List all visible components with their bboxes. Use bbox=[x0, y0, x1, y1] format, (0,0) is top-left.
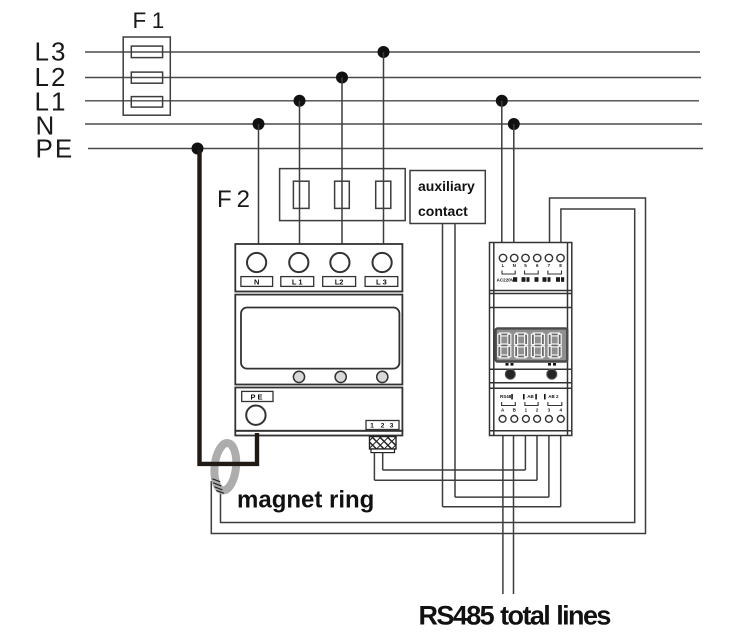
svg-text:B: B bbox=[513, 408, 517, 413]
svg-text:2: 2 bbox=[536, 408, 539, 413]
svg-text:L 1: L 1 bbox=[292, 278, 303, 287]
svg-text:auxiliary: auxiliary bbox=[418, 178, 475, 194]
svg-text:1: 1 bbox=[525, 408, 528, 413]
svg-text:5: 5 bbox=[524, 263, 527, 268]
svg-text:▌ AB 2: ▌ AB 2 bbox=[544, 393, 559, 400]
svg-text:RS48▌: RS48▌ bbox=[500, 393, 514, 400]
svg-text:L: L bbox=[502, 263, 505, 268]
svg-text:6: 6 bbox=[536, 263, 539, 268]
svg-text:F1: F1 bbox=[133, 8, 170, 33]
svg-text:magnet ring: magnet ring bbox=[237, 487, 374, 514]
svg-text:contact: contact bbox=[418, 203, 468, 219]
svg-text:P E: P E bbox=[251, 393, 263, 402]
svg-text:F2: F2 bbox=[217, 186, 255, 213]
svg-text:A: A bbox=[501, 408, 505, 413]
svg-text:7: 7 bbox=[548, 263, 551, 268]
svg-text:1: 1 bbox=[370, 423, 374, 430]
svg-text:N: N bbox=[254, 278, 259, 287]
svg-text:2: 2 bbox=[381, 423, 385, 430]
svg-text:L1: L1 bbox=[35, 87, 68, 117]
svg-text:4: 4 bbox=[560, 408, 563, 413]
svg-text:8: 8 bbox=[559, 263, 562, 268]
svg-text:PE: PE bbox=[36, 134, 75, 164]
svg-text:RS485 total lines: RS485 total lines bbox=[419, 601, 611, 631]
svg-text:L2: L2 bbox=[35, 62, 68, 92]
svg-text:L3: L3 bbox=[35, 37, 68, 67]
svg-text:L2: L2 bbox=[335, 278, 344, 287]
svg-text:▌ AB▐: ▌ AB▐ bbox=[523, 393, 538, 400]
svg-text:N: N bbox=[513, 263, 516, 268]
svg-text:AC220V: AC220V bbox=[497, 278, 515, 283]
svg-text:L 3: L 3 bbox=[376, 278, 387, 287]
svg-text:3: 3 bbox=[548, 408, 551, 413]
svg-text:3: 3 bbox=[390, 423, 394, 430]
svg-text:N: N bbox=[36, 111, 57, 141]
